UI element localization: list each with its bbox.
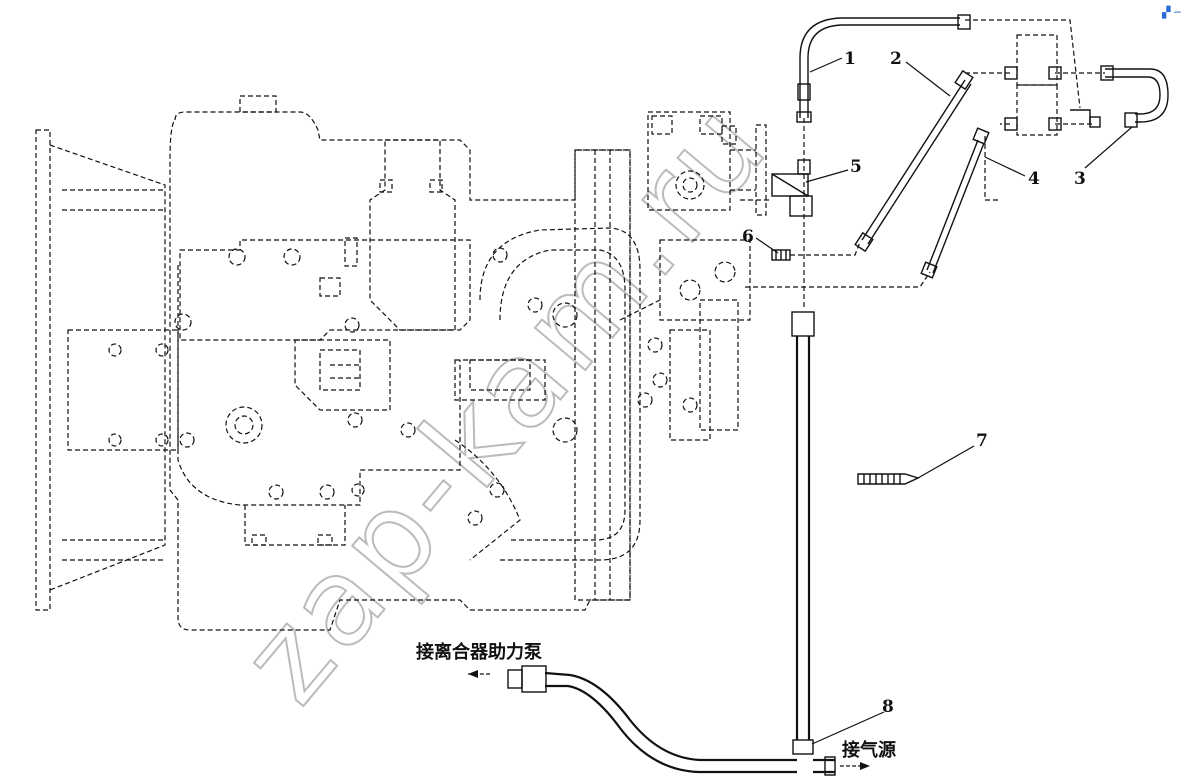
pipe-1 <box>796 14 971 123</box>
callout-1: 1 <box>844 49 856 69</box>
callout-5: 5 <box>850 157 862 177</box>
callout-6: 6 <box>742 227 754 247</box>
air-routing-lines <box>740 19 1105 310</box>
transmission-housing <box>35 95 641 631</box>
air-hose-8 <box>507 311 836 776</box>
pipe-3 <box>1089 65 1169 128</box>
pipe-2 <box>854 69 974 253</box>
fitting-6 <box>771 249 791 261</box>
callout-7: 7 <box>976 431 988 451</box>
elbow-fitting-5 <box>771 159 813 217</box>
label-clutch-pump: 接离合器助力泵 <box>416 641 542 663</box>
callout-3: 3 <box>1074 169 1086 189</box>
flow-arrows <box>468 670 870 770</box>
callout-leaders <box>755 57 1133 745</box>
label-air-source: 接气源 <box>842 739 896 761</box>
rear-valve-assembly <box>619 111 767 441</box>
corner-mark: ▞ ─ <box>1161 5 1181 19</box>
callout-2: 2 <box>890 49 902 69</box>
air-valve-block <box>1004 34 1091 136</box>
callout-4: 4 <box>1028 169 1040 189</box>
watermark: zap-kam.ru <box>216 74 796 728</box>
pipe-4 <box>920 127 990 279</box>
screw-7 <box>857 473 920 485</box>
callout-8: 8 <box>882 697 894 717</box>
